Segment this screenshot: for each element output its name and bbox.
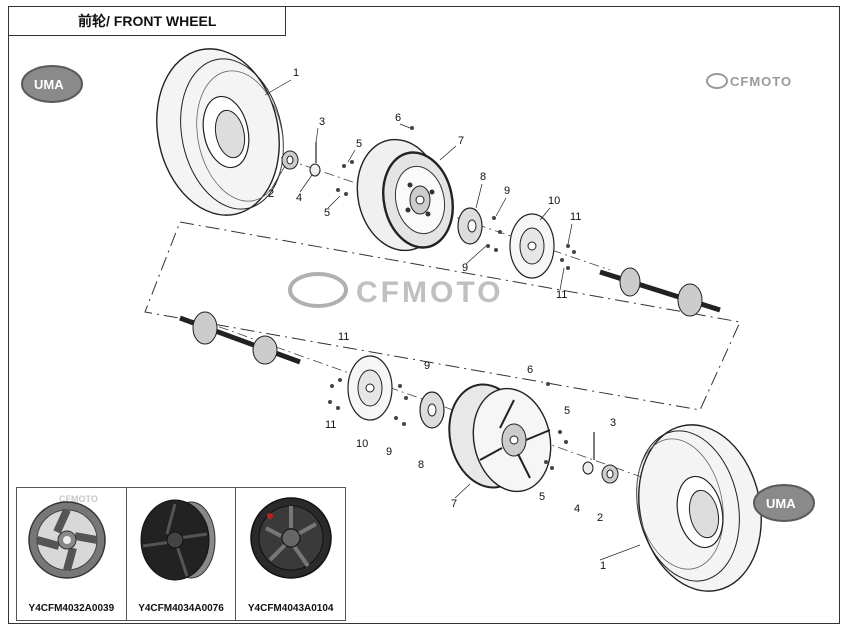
silver-wheel-icon: CFMOTO	[28, 494, 106, 579]
callout-5: 5	[356, 138, 362, 150]
callout-b9: 9	[424, 360, 430, 372]
top-drive-shaft	[599, 267, 721, 317]
callout-9b: 9	[462, 262, 468, 274]
callout-4: 4	[296, 192, 302, 204]
top-axle-nut	[281, 150, 299, 170]
bottom-brake-disc	[347, 355, 393, 421]
bottom-washer	[582, 461, 594, 475]
callout-b7: 7	[451, 498, 457, 510]
page-title: 前轮/ FRONT WHEEL	[8, 6, 286, 36]
svg-text:CFMOTO: CFMOTO	[356, 276, 503, 309]
callout-6: 6	[395, 112, 401, 124]
cfmoto-logo-center: CFMOTO	[288, 272, 503, 309]
top-hub	[457, 207, 483, 245]
callout-b11: 11	[338, 331, 349, 343]
bottom-bolts	[328, 378, 568, 470]
title-text: 前轮/ FRONT WHEEL	[78, 12, 217, 29]
bottom-axle-nut	[601, 464, 619, 484]
black-wheel-icon	[140, 499, 216, 581]
callout-b6: 6	[527, 364, 533, 376]
dark-wheel-icon	[250, 497, 333, 579]
svg-text:UMA: UMA	[766, 496, 796, 511]
svg-text:CFMOTO: CFMOTO	[730, 74, 792, 89]
callout-11: 11	[570, 211, 581, 223]
callouts-top: 1 2 3 4 5 5 6 7 8 9 9 10 11 11	[268, 67, 581, 301]
callout-b11b: 11	[325, 419, 336, 431]
cfmoto-logo-top: CFMOTO	[706, 73, 792, 89]
svg-text:CFMOTO: CFMOTO	[59, 494, 98, 504]
bottom-tire	[636, 424, 762, 592]
diagram-frame	[8, 6, 840, 624]
variant-silver[interactable]: CFMOTO Y4CFM4032A0039	[17, 488, 127, 620]
callout-b5b: 5	[539, 491, 545, 503]
callout-8: 8	[480, 171, 486, 183]
variant-part-number: Y4CFM4034A0076	[138, 603, 224, 614]
leader-lines	[264, 79, 641, 561]
callout-11b: 11	[556, 289, 567, 301]
callout-b5: 5	[564, 405, 570, 417]
callout-b3: 3	[610, 417, 616, 429]
callout-b10: 10	[356, 438, 368, 450]
callout-b1: 1	[600, 560, 606, 572]
callout-1: 1	[293, 67, 299, 79]
top-washer	[309, 163, 321, 177]
callout-10: 10	[548, 195, 560, 207]
top-rim	[356, 138, 454, 252]
callout-5b: 5	[324, 207, 330, 219]
bottom-rim	[448, 383, 552, 493]
callout-3: 3	[319, 116, 325, 128]
callouts-bottom: 11 11 10 9 9 8 7 6 5 5 3 4 2 1	[325, 331, 616, 572]
variant-dark[interactable]: Y4CFM4043A0104	[236, 488, 345, 620]
wheel-variants-panel: CFMOTO Y4CFM4032A0039 Y4CFM4034A0076 Y4C…	[16, 487, 346, 621]
svg-text:UMA: UMA	[34, 77, 64, 92]
top-brake-disc	[509, 213, 555, 279]
axle-dashed-outline	[144, 221, 741, 411]
bottom-hub	[419, 391, 445, 429]
callout-9: 9	[504, 185, 510, 197]
variant-part-number: Y4CFM4032A0039	[28, 603, 115, 614]
bottom-drive-shaft	[179, 311, 301, 365]
variant-black[interactable]: Y4CFM4034A0076	[127, 488, 237, 620]
callout-b9b: 9	[386, 446, 392, 458]
uma-logo-bottom: UMA	[753, 484, 815, 522]
uma-logo-top: UMA	[21, 65, 83, 103]
callout-b8: 8	[418, 459, 424, 471]
callout-b2: 2	[597, 512, 603, 524]
callout-7: 7	[458, 135, 464, 147]
top-bolts	[336, 126, 576, 270]
callout-b4: 4	[574, 503, 580, 515]
variant-part-number: Y4CFM4043A0104	[247, 603, 334, 614]
callout-2: 2	[268, 188, 274, 200]
top-tire	[156, 48, 284, 216]
